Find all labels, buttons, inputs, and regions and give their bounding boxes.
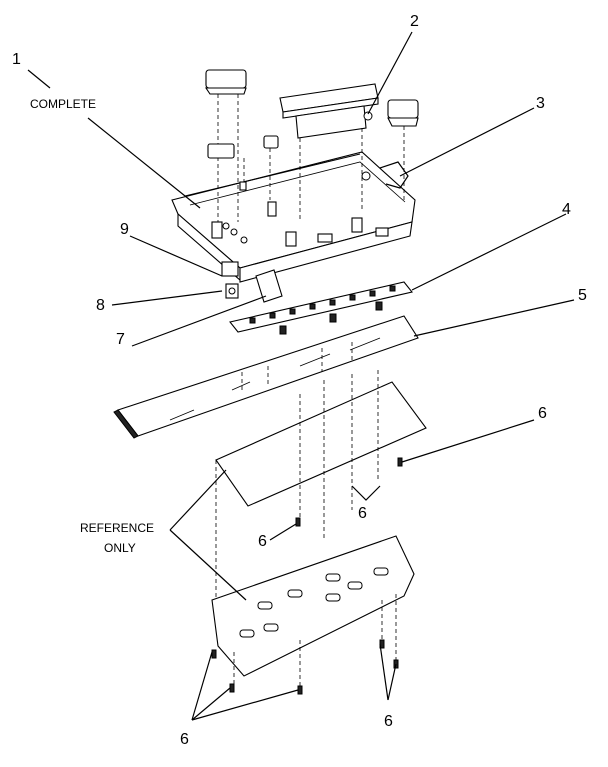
label-part-2: 2	[410, 13, 419, 30]
label-part-7: 7	[116, 331, 125, 348]
membrane-sheet-part	[113, 315, 419, 439]
label-only: ONLY	[104, 541, 136, 555]
label-part-6-mid-left: 6	[258, 533, 267, 550]
label-part-6-bottom-right: 6	[384, 713, 393, 730]
label-reference: REFERENCE	[80, 521, 155, 535]
reference-shield-plate	[211, 535, 415, 690]
reference-circuit-board	[215, 370, 427, 620]
label-part-6-mid-right: 6	[358, 505, 367, 522]
label-part-5: 5	[578, 287, 587, 304]
shield-plate-slots	[239, 567, 389, 638]
label-part-3: 3	[536, 95, 545, 112]
main-housing-assembly	[171, 69, 416, 283]
right-knob-part	[361, 99, 419, 200]
label-part-6-bottom-left: 6	[180, 731, 189, 748]
label-part-6-right: 6	[538, 405, 547, 422]
leader-lines	[27, 31, 575, 721]
pcb-strip-components	[249, 285, 396, 335]
connector-parts	[221, 261, 283, 303]
pcb-strip-part	[229, 281, 413, 335]
label-part-4: 4	[562, 201, 571, 218]
label-part-1: 1	[12, 51, 21, 68]
label-complete: COMPLETE	[30, 97, 97, 111]
top-bar-part	[279, 83, 379, 220]
label-part-9: 9	[120, 221, 129, 238]
label-part-8: 8	[96, 297, 105, 314]
